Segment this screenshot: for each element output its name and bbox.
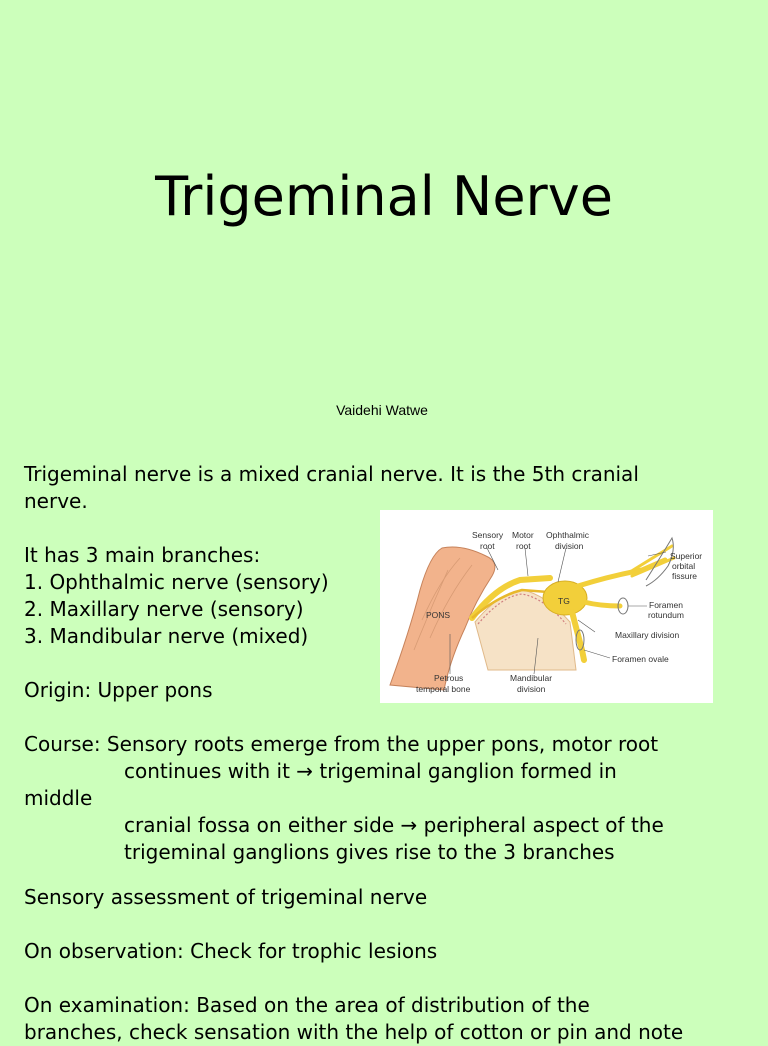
label-petrous-2: temporal bone (416, 684, 471, 694)
pons-striation-1 (421, 557, 461, 621)
branch-ophthalmic: 1. Ophthalmic nerve (sensory) (24, 570, 329, 594)
author-name: Vaidehi Watwe (336, 402, 428, 418)
branch-maxillary: 2. Maxillary nerve (sensory) (24, 597, 304, 621)
course-line-3: middle (24, 786, 93, 810)
ophthalmic-division-nerve (575, 557, 668, 589)
label-motor-root-1: Motor (512, 530, 534, 540)
label-superior-orbital-3: fissure (672, 571, 697, 581)
label-foramen-rotundum-2: rotundum (648, 610, 684, 620)
label-superior-orbital-1: Superior (670, 551, 702, 561)
origin-text: Origin: Upper pons (24, 678, 213, 702)
label-foramen-ovale: Foramen ovale (612, 654, 669, 664)
pons-shape (389, 546, 496, 691)
observation-text: On observation: Check for trophic lesion… (24, 939, 438, 963)
label-superior-orbital-2: orbital (672, 561, 695, 571)
course-line-5: trigeminal ganglions gives rise to the 3… (124, 840, 615, 864)
examination-line-1: On examination: Based on the area of dis… (24, 993, 590, 1017)
examination-line-2: branches, check sensation with the help … (24, 1020, 684, 1044)
label-mandibular-2: division (517, 684, 546, 694)
foramen-ovale (575, 629, 585, 651)
label-mandibular-1: Mandibular (510, 673, 552, 683)
pons-striation-3 (413, 569, 449, 651)
intro-line-1: Trigeminal nerve is a mixed cranial nerv… (24, 462, 639, 486)
course-line-2: continues with it → trigeminal ganglion … (124, 759, 617, 783)
trigeminal-illustration: Sensory root Motor root Ophthalmic divis… (389, 530, 702, 694)
label-ophthalmic-1: Ophthalmic (546, 530, 590, 540)
ophthalmic-branch-2 (630, 556, 676, 578)
trigeminal-ganglion (542, 580, 588, 616)
label-motor-root-2: root (516, 541, 531, 551)
branch-mandibular: 3. Mandibular nerve (mixed) (24, 624, 309, 648)
label-tg: TG (558, 596, 570, 606)
label-sensory-root-2: root (480, 541, 495, 551)
pons-striation-2 (429, 564, 473, 639)
motor-root-nerve (471, 588, 549, 619)
superior-orbital-fissure (645, 536, 674, 587)
label-maxillary-division: Maxillary division (615, 630, 680, 640)
intro-line-2: nerve. (24, 489, 88, 513)
mandibular-division-nerve (569, 609, 587, 663)
sensory-root-nerve (469, 575, 553, 621)
maxillary-division-nerve (581, 599, 623, 609)
label-petrous-1: Petrous (434, 673, 463, 683)
label-pons: PONS (426, 610, 450, 620)
page-title: Trigeminal Nerve (155, 165, 613, 228)
trigeminal-diagram: Sensory root Motor root Ophthalmic divis… (380, 510, 713, 703)
course-line-1: Course: Sensory roots emerge from the up… (24, 732, 659, 756)
branches-heading: It has 3 main branches: (24, 543, 261, 567)
label-sensory-root-1: Sensory (472, 530, 504, 540)
label-foramen-rotundum-1: Foramen (649, 600, 683, 610)
course-line-4: cranial fossa on either side → periphera… (124, 813, 664, 837)
label-ophthalmic-2: division (555, 541, 584, 551)
sensory-heading: Sensory assessment of trigeminal nerve (24, 885, 428, 909)
